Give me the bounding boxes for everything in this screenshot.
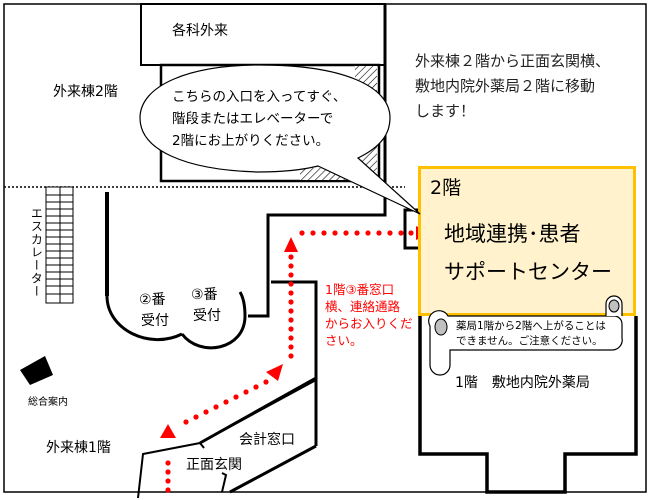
- destination-floor: 2階: [430, 177, 462, 199]
- route-dots: [165, 230, 414, 493]
- outpatient-depts-room: [140, 3, 386, 66]
- label-outpatient-depts: 各科外来: [172, 23, 228, 39]
- label-outpatient-1f: 外来棟1階: [46, 440, 111, 456]
- route-note-line-1: 1階③番窓口: [325, 282, 395, 297]
- route-arrow-up-2: [284, 237, 298, 252]
- label-outpatient-2f: 外来棟2階: [53, 84, 118, 100]
- label-reception-3-line2: 受付: [193, 308, 221, 324]
- bubble-line-1: こちらの入口を入ってすぐ、: [172, 89, 347, 105]
- info-desk-icon: [20, 356, 53, 385]
- label-main-entrance: 正面玄関: [186, 457, 242, 473]
- bubble-line-2: 階段またはエレベーターで: [172, 111, 334, 127]
- bubble-line-3: 2階にお上がりください。: [172, 133, 330, 149]
- note-line-3: します！: [415, 102, 476, 120]
- route-arrow-diag: [266, 364, 283, 381]
- scroll-note-line-1: 薬局1階から2階へ上がることは: [456, 320, 606, 332]
- escalator-icon: [45, 186, 74, 304]
- route-note-line-4: さい。: [325, 333, 363, 348]
- label-reception-2-line1: ②番: [139, 292, 166, 308]
- label-escalator: エスカレーター: [29, 207, 44, 298]
- destination-name-line-1: 地域連携･患者: [444, 222, 581, 246]
- label-pharmacy-1f: 1階 敷地内院外薬局: [455, 375, 590, 391]
- destination-box: [418, 166, 636, 316]
- route-note-line-2: 横、連絡通路: [325, 299, 401, 314]
- label-general-info: 総合案内: [28, 397, 68, 408]
- label-cashier: 会計窓口: [239, 432, 295, 448]
- label-reception-3-line1: ③番: [191, 287, 218, 303]
- route-arrow-up-1: [160, 424, 176, 438]
- scroll-note-line-2: できません。ご注意ください。: [456, 335, 603, 347]
- pharmacy-building: [418, 316, 638, 494]
- label-reception-2-line2: 受付: [141, 313, 169, 329]
- route-note-line-3: からお入りくだ: [325, 316, 413, 331]
- note-line-1: 外来棟２階から正面玄関横、: [415, 52, 611, 70]
- note-line-2: 敷地内院外薬局２階に移動: [415, 77, 596, 95]
- destination-name-line-2: サポートセンター: [444, 260, 612, 284]
